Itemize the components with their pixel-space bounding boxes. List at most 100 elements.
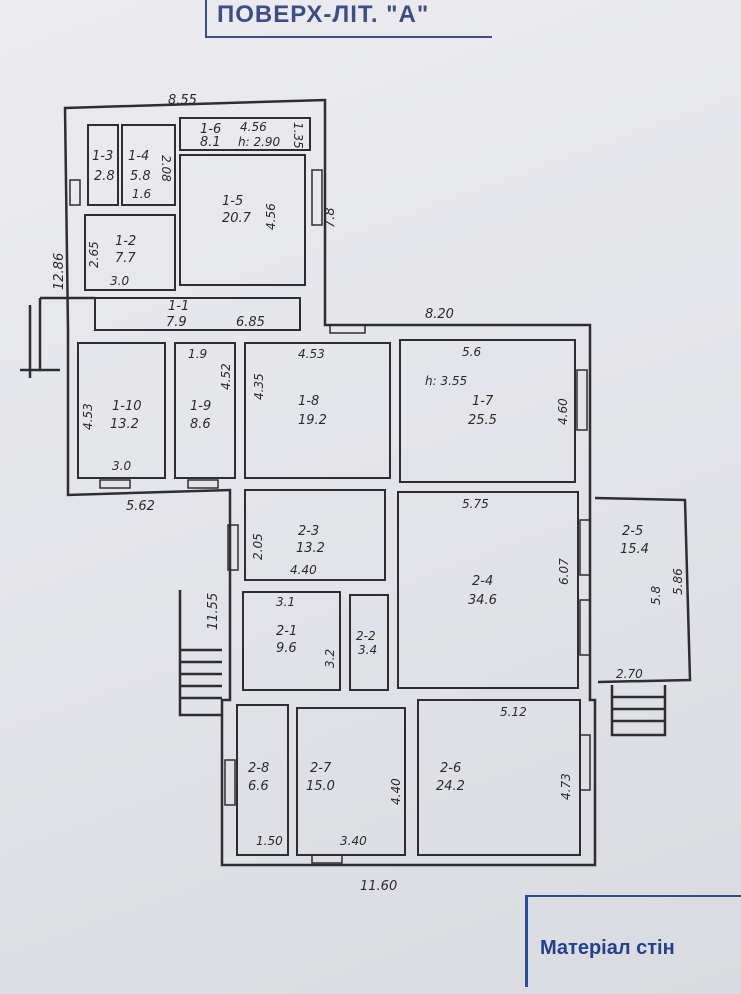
room-area: 5.8 xyxy=(130,169,151,184)
room-dim: 4.56 xyxy=(264,203,278,230)
dim-left: 12.86 xyxy=(52,253,67,290)
room-area: 8.6 xyxy=(190,417,211,432)
room-1-4 xyxy=(121,124,176,206)
room-labels: 1-3 2.8 1-4 5.8 1.6 2.08 1-6 8.1 4.56 h:… xyxy=(81,120,685,848)
room-id: 1-8 xyxy=(298,394,319,409)
room-2-3 xyxy=(244,489,386,581)
room-dim: 2.05 xyxy=(251,533,265,560)
room-1-7 xyxy=(399,339,576,483)
room-dim: 1.35 xyxy=(291,122,305,149)
room-id: 1-9 xyxy=(190,399,211,414)
floor-stamp: ПОВЕРХ-ЛІТ. "А" xyxy=(205,0,492,38)
room-2-4 xyxy=(397,491,579,689)
room-id: 2-2 xyxy=(356,629,376,643)
room-id: 1-10 xyxy=(112,399,142,414)
room-area: 7.9 xyxy=(166,315,187,330)
room-1-1 xyxy=(94,297,301,331)
room-dim: 4.40 xyxy=(389,778,403,805)
room-dim: 4.52 xyxy=(219,363,233,390)
outer-wall xyxy=(63,98,597,867)
room-id: 1-4 xyxy=(128,149,149,164)
room-dim: 2.08 xyxy=(159,155,173,182)
room-dim: 5.75 xyxy=(462,497,489,511)
room-dim: 2.70 xyxy=(616,667,643,681)
room-dim: 6.07 xyxy=(557,558,571,585)
room-area: 34.6 xyxy=(468,593,497,608)
room-dim: 3.40 xyxy=(340,834,367,848)
overall-dimensions: 8.55 12.86 7.8 8.20 6.85 5.62 11.55 11.6… xyxy=(52,93,454,894)
room-id: 1-2 xyxy=(115,234,136,249)
room-area: 24.2 xyxy=(436,779,465,794)
room-area: 13.2 xyxy=(296,541,325,556)
room-area: 15.4 xyxy=(620,542,649,557)
room-dim: 3.2 xyxy=(323,649,337,668)
room-2-2 xyxy=(349,594,389,691)
room-area: 6.6 xyxy=(248,779,269,794)
room-area: 8.1 xyxy=(200,135,221,150)
room-dim: 4.53 xyxy=(81,403,95,430)
room-dim: h: 2.90 xyxy=(238,135,281,149)
room-dim: 4.40 xyxy=(290,563,317,577)
porch-right xyxy=(594,496,692,684)
room-area: 25.5 xyxy=(468,413,497,428)
room-1-2 xyxy=(84,214,176,291)
room-id: 1-3 xyxy=(92,149,113,164)
room-dim: 3.0 xyxy=(110,274,129,288)
room-1-10 xyxy=(77,342,166,479)
room-2-7 xyxy=(296,707,406,856)
stairs-left xyxy=(178,590,222,717)
room-id: 2-5 xyxy=(622,524,643,539)
room-dim: 5.6 xyxy=(462,345,481,359)
room-id: 2-4 xyxy=(472,574,493,589)
room-id: 2-6 xyxy=(440,761,461,776)
room-dim: 4.60 xyxy=(556,398,570,425)
room-id: 2-8 xyxy=(248,761,269,776)
dim-stair-left: 11.55 xyxy=(206,593,221,630)
room-1-3 xyxy=(87,124,119,206)
room-area: 9.6 xyxy=(276,641,297,656)
room-dim: 3.0 xyxy=(112,459,131,473)
room-area: 20.7 xyxy=(222,211,252,226)
room-id: 1-6 xyxy=(200,122,221,137)
room-area: 15.0 xyxy=(306,779,335,794)
room-dim: 5.86 xyxy=(671,568,685,595)
room-dim: 3.1 xyxy=(276,595,295,609)
room-id: 1-7 xyxy=(472,394,494,409)
room-area: 3.4 xyxy=(358,643,377,657)
room-dim: h: 3.55 xyxy=(425,374,467,388)
room-dim: 5.12 xyxy=(500,705,527,719)
room-id: 2-7 xyxy=(310,761,332,776)
room-dim: 4.53 xyxy=(298,347,325,361)
dim-corridor: 6.85 xyxy=(236,315,265,330)
dim-right-upper: 7.8 xyxy=(323,207,338,228)
room-area: 13.2 xyxy=(110,417,139,432)
dim-mid-top: 8.20 xyxy=(425,307,454,322)
room-2-1 xyxy=(242,591,341,691)
room-dim: 4.35 xyxy=(252,373,266,400)
room-id: 1-5 xyxy=(222,194,243,209)
porch-left xyxy=(20,296,95,378)
wall-material-label: Матеріал стін xyxy=(540,937,675,959)
room-id: 2-1 xyxy=(276,624,297,639)
windows xyxy=(69,169,591,864)
room-dim: 1.9 xyxy=(188,347,207,361)
wall-material-stamp: Матеріал стін xyxy=(525,895,741,987)
room-2-6 xyxy=(417,699,581,856)
room-dim: 4.73 xyxy=(559,773,573,800)
room-dim: 1.6 xyxy=(132,187,151,201)
room-1-8 xyxy=(244,342,391,479)
room-dim: 4.56 xyxy=(240,120,267,134)
room-id: 1-1 xyxy=(168,299,189,314)
stairs-right xyxy=(610,685,667,737)
dim-left-bottom: 5.62 xyxy=(126,499,155,514)
room-1-6 xyxy=(179,117,311,151)
dim-bottom: 11.60 xyxy=(360,879,397,894)
room-1-5 xyxy=(179,154,306,286)
room-dim: 5.8 xyxy=(649,586,663,605)
room-area: 7.7 xyxy=(115,251,136,266)
room-dim: 2.65 xyxy=(87,241,101,268)
room-2-8 xyxy=(236,704,289,856)
room-1-9 xyxy=(174,342,236,479)
